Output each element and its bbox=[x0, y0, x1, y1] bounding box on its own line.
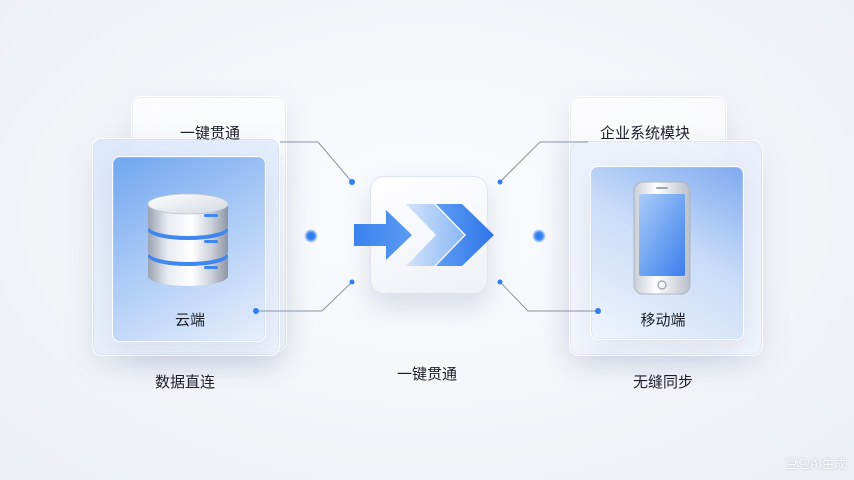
connector-dot bbox=[253, 308, 259, 314]
label-data-direct: 数据直连 bbox=[154, 373, 216, 391]
connector-right-top bbox=[499, 141, 588, 183]
double-chevron-arrow-icon bbox=[350, 190, 500, 280]
label-mobile: 移动端 bbox=[640, 311, 686, 329]
connector-dot bbox=[595, 308, 601, 314]
label-center: 一键贯通 bbox=[396, 365, 458, 383]
label-cloud: 云端 bbox=[174, 311, 206, 329]
connector-left-bottom bbox=[256, 281, 353, 312]
connector-right-bottom bbox=[499, 281, 598, 312]
connector-dot bbox=[349, 179, 355, 185]
connector-dot bbox=[307, 232, 315, 240]
connector-dot bbox=[535, 232, 543, 240]
database-icon bbox=[140, 184, 236, 294]
label-left-top: 一键贯通 bbox=[179, 124, 241, 142]
label-seamless-sync: 无缝同步 bbox=[632, 373, 694, 391]
connector-dot bbox=[497, 279, 503, 285]
connector-left-top bbox=[280, 141, 353, 183]
watermark: 豆包AI生成 bbox=[786, 457, 846, 471]
connector-dot bbox=[497, 179, 503, 185]
connector-dot bbox=[349, 279, 355, 285]
label-enterprise-module: 企业系统模块 bbox=[599, 124, 691, 142]
smartphone-icon bbox=[630, 180, 694, 296]
